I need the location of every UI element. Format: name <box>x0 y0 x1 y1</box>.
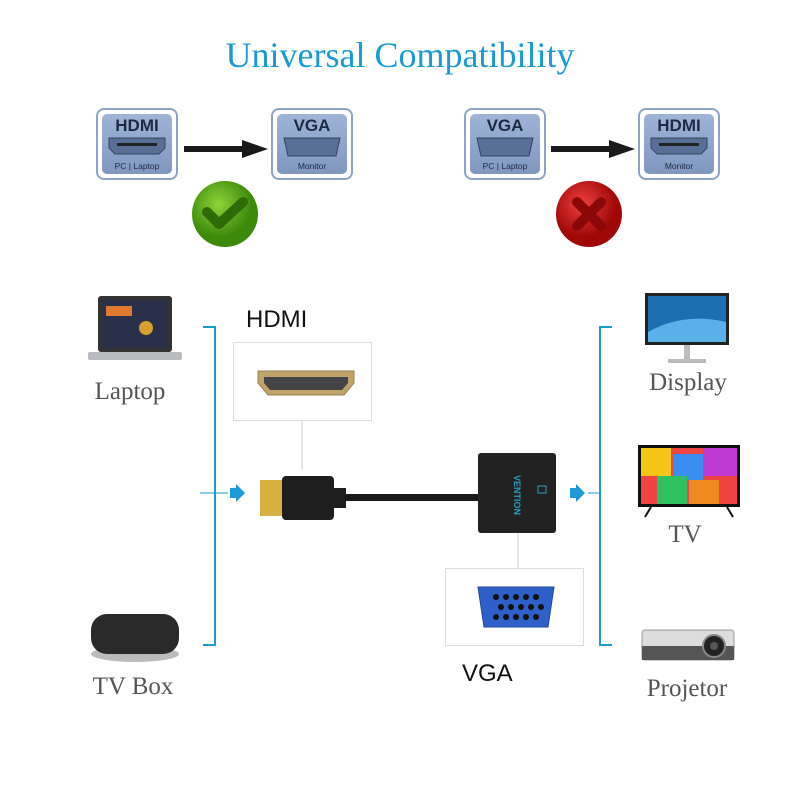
vga-port-frame <box>445 568 584 646</box>
vga-connector-label: VGA <box>462 660 513 687</box>
source-label-laptop: Laptop <box>94 378 166 405</box>
arrow-right-icon <box>551 140 635 158</box>
output-label-display: Display <box>649 369 727 396</box>
hdmi-port-icon <box>108 137 166 155</box>
hdmi-connector-label: HDMI <box>246 306 308 333</box>
arrow-right-icon <box>184 140 268 158</box>
display-icon <box>645 293 729 363</box>
source-port-vga: VGA PC | Laptop <box>464 108 546 180</box>
port-label: VGA <box>293 116 331 135</box>
device-label: Monitor <box>297 161 327 171</box>
port-label: HDMI <box>657 116 701 135</box>
hdmi-to-vga-adapter: VENTION <box>260 453 556 533</box>
port-label: HDMI <box>115 116 159 135</box>
hdmi-port-icon <box>650 137 708 155</box>
device-label: PC | Laptop <box>482 161 528 171</box>
vga-port-icon <box>476 137 534 157</box>
output-label-projector: Projetor <box>646 675 728 702</box>
target-port-hdmi: HDMI Monitor <box>638 108 720 180</box>
tv-box-icon <box>91 614 179 662</box>
tv-icon <box>638 445 740 518</box>
laptop-icon <box>88 296 182 360</box>
check-icon <box>192 181 258 247</box>
source-port-hdmi: HDMI PC | Laptop <box>96 108 178 180</box>
output-label-tv: TV <box>668 521 702 548</box>
vga-connector-icon <box>477 586 555 628</box>
hdmi-port-frame <box>233 342 372 421</box>
hdmi-connector-icon <box>257 370 355 396</box>
target-port-vga: VGA Monitor <box>271 108 353 180</box>
port-label: VGA <box>486 116 524 135</box>
cross-icon <box>556 181 622 247</box>
source-label-tv-box: TV Box <box>92 673 174 700</box>
brand-logo: VENTION <box>512 475 522 515</box>
projector-icon <box>641 629 735 661</box>
device-label: PC | Laptop <box>114 161 160 171</box>
device-label: Monitor <box>664 161 694 171</box>
vga-port-icon <box>283 137 341 157</box>
page-title: Universal Compatibility <box>225 35 575 75</box>
